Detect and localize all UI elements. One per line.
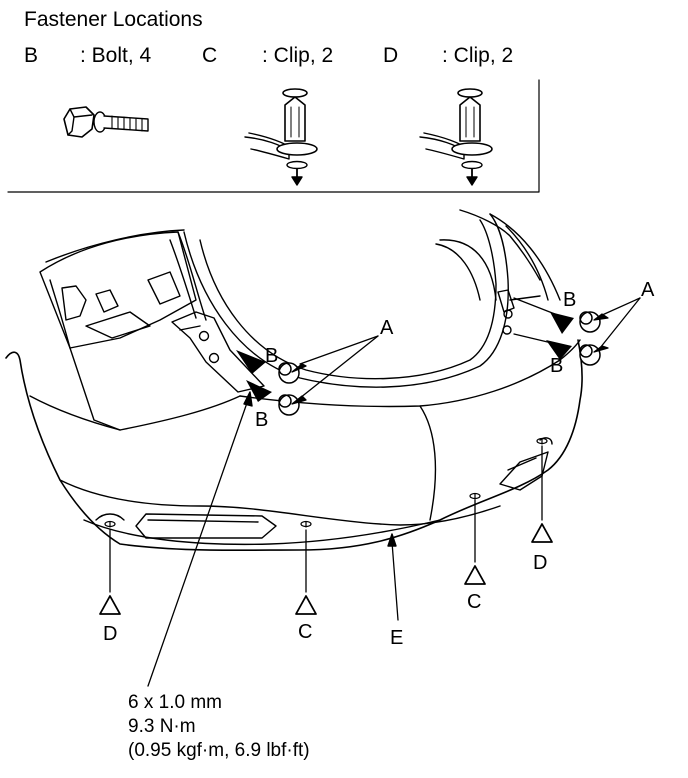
e-leader bbox=[391, 541, 399, 621]
a-leaders bbox=[291, 297, 641, 405]
torque-nm: 9.3 N·m bbox=[128, 716, 196, 737]
fastener-b-desc: : Bolt, 4 bbox=[80, 44, 152, 67]
callout-b-left-lower: B bbox=[255, 409, 269, 431]
bolt-icon bbox=[63, 106, 149, 138]
vehicle-rear bbox=[5, 209, 583, 552]
clip-c-icon bbox=[244, 88, 318, 186]
fastener-b-letter: B bbox=[24, 44, 39, 67]
callout-b-right-upper: B bbox=[563, 289, 577, 311]
fastener-c-desc: : Clip, 2 bbox=[262, 44, 334, 67]
callout-c-right: C bbox=[467, 591, 482, 613]
diagram-title: Fastener Locations bbox=[24, 8, 203, 31]
b-arrows bbox=[236, 312, 574, 402]
callout-a-center: A bbox=[380, 317, 394, 339]
callout-b-right-lower: B bbox=[550, 355, 564, 377]
callout-c-center: C bbox=[298, 621, 313, 643]
callout-d-left: D bbox=[103, 623, 118, 645]
callout-d-right: D bbox=[533, 552, 548, 574]
fastener-c-letter: C bbox=[202, 44, 218, 67]
clip-triangles bbox=[99, 445, 553, 615]
fastener-markers bbox=[278, 311, 601, 416]
clip-locations bbox=[104, 437, 548, 528]
torque-size: 6 x 1.0 mm bbox=[128, 692, 222, 713]
torque-alt: (0.95 kgf·m, 6.9 lbf·ft) bbox=[128, 740, 310, 761]
fastener-d-desc: : Clip, 2 bbox=[442, 44, 514, 67]
legend-frame bbox=[7, 79, 540, 193]
torque-leader bbox=[147, 399, 249, 687]
clip-d-icon bbox=[419, 88, 493, 186]
callout-e-bumper: E bbox=[390, 627, 404, 649]
fastener-d-letter: D bbox=[383, 44, 399, 67]
callout-a-right: A bbox=[641, 279, 655, 301]
